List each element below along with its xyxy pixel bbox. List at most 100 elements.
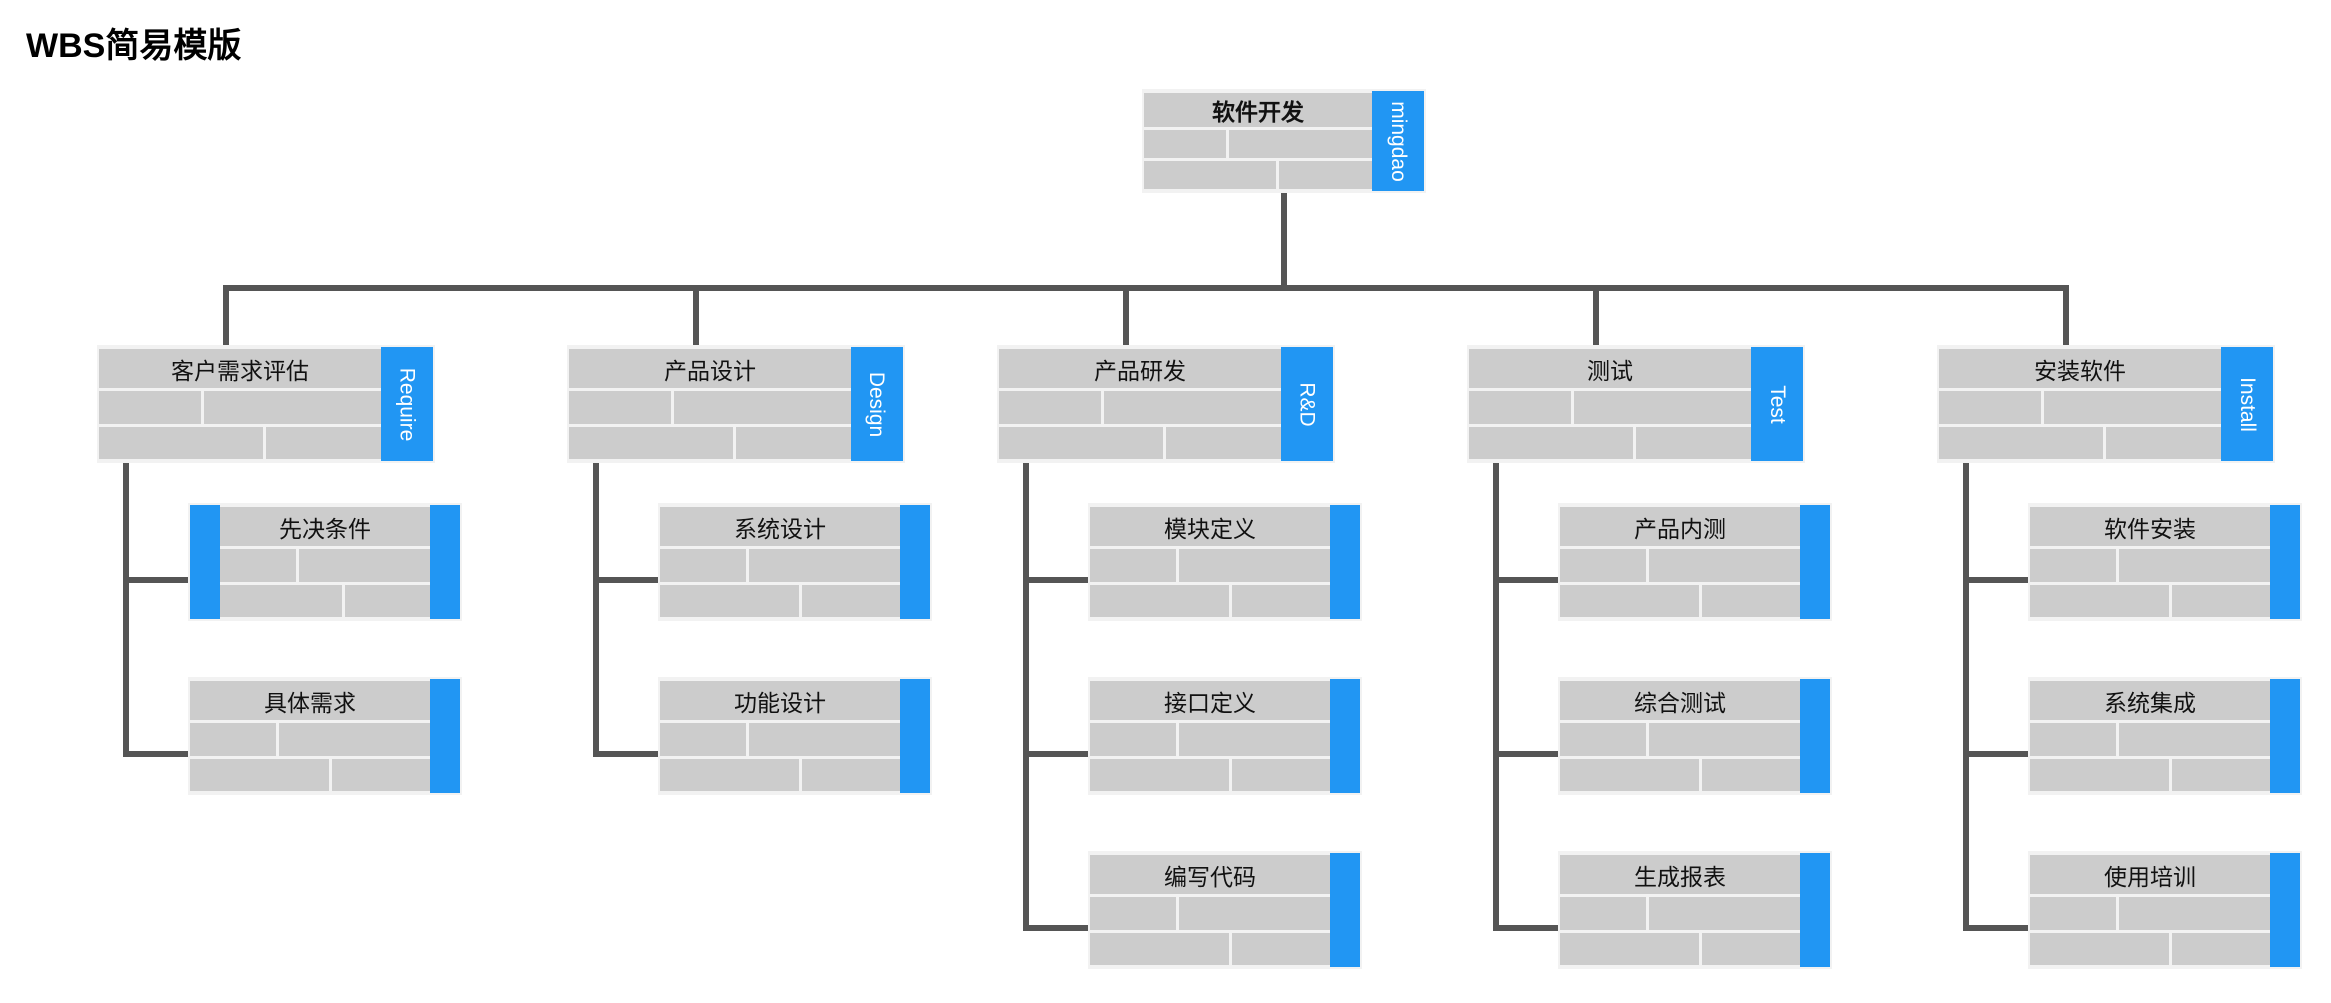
- node-detail-row: [569, 426, 851, 459]
- node-accent-bar-right: [1330, 679, 1360, 793]
- node-title: 先决条件: [220, 507, 430, 547]
- node-accent-bar-left: [190, 505, 220, 619]
- node-detail-row: [999, 426, 1281, 459]
- wbs-node-l3-5-3[interactable]: 使用培训: [2028, 851, 2302, 969]
- node-detail-row: [1090, 932, 1330, 965]
- node-cell: [265, 426, 381, 459]
- node-cell: [1560, 723, 1647, 756]
- node-cell: [802, 758, 900, 791]
- node-detail-row: [1939, 426, 2221, 459]
- node-title: 测试: [1469, 349, 1751, 389]
- node-cell: [2030, 897, 2117, 930]
- node-detail-row: [1469, 391, 1751, 424]
- node-accent-bar-right: [2270, 853, 2300, 967]
- node-cell: [1702, 932, 1800, 965]
- node-body: 具体需求: [190, 679, 430, 793]
- node-body: 安装软件: [1939, 347, 2221, 461]
- node-cell: [1090, 723, 1177, 756]
- node-cell: [2119, 723, 2270, 756]
- node-accent-bar-right: [430, 505, 460, 619]
- node-title: 系统设计: [660, 507, 900, 547]
- wbs-node-l3-3-3[interactable]: 编写代码: [1088, 851, 1362, 969]
- connector-stub-l3-1-2: [123, 751, 188, 757]
- node-title: 软件安装: [2030, 507, 2270, 547]
- connector-stub-l3-3-1: [1023, 577, 1088, 583]
- node-tab-text: Design: [865, 371, 889, 437]
- connector-drop-l2-1: [223, 285, 229, 345]
- node-title: 编写代码: [1090, 855, 1330, 895]
- wbs-node-l3-4-3[interactable]: 生成报表: [1558, 851, 1832, 969]
- wbs-node-l3-3-1[interactable]: 模块定义: [1088, 503, 1362, 621]
- node-accent-bar-right: [2270, 679, 2300, 793]
- node-tab-text: Require: [395, 367, 419, 441]
- wbs-node-l3-1-1[interactable]: 先决条件: [188, 503, 462, 621]
- node-detail-row: [190, 758, 430, 791]
- node-cell: [1232, 758, 1330, 791]
- node-cell: [1649, 723, 1800, 756]
- node-cell: [2030, 723, 2117, 756]
- wbs-node-l3-1-2[interactable]: 具体需求: [188, 677, 462, 795]
- node-body: 综合测试: [1560, 679, 1800, 793]
- node-cell: [2172, 584, 2270, 617]
- connector-stub-l3-5-1: [1963, 577, 2028, 583]
- node-cell: [99, 391, 201, 424]
- node-detail-row: [660, 758, 900, 791]
- node-cell: [99, 426, 263, 459]
- node-cell: [2119, 897, 2270, 930]
- node-detail-row: [2030, 723, 2270, 756]
- node-cell: [749, 723, 900, 756]
- node-accent-bar-right: [1330, 853, 1360, 967]
- node-cell: [298, 549, 430, 582]
- node-title: 模块定义: [1090, 507, 1330, 547]
- node-detail-row: [1090, 723, 1330, 756]
- node-cell: [220, 549, 296, 582]
- wbs-node-l3-4-1[interactable]: 产品内测: [1558, 503, 1832, 621]
- node-body: 软件安装: [2030, 505, 2270, 619]
- node-body: 产品研发: [999, 347, 1281, 461]
- node-detail-row: [660, 549, 900, 582]
- node-detail-row: [2030, 897, 2270, 930]
- connector-stub-l3-4-2: [1493, 751, 1558, 757]
- node-cell: [1090, 584, 1230, 617]
- node-cell: [2172, 758, 2270, 791]
- node-title: 综合测试: [1560, 681, 1800, 721]
- node-cell: [1090, 932, 1230, 965]
- wbs-node-l3-2-1[interactable]: 系统设计: [658, 503, 932, 621]
- node-accent-bar-right: [1800, 853, 1830, 967]
- node-accent-bar-right: [900, 679, 930, 793]
- node-cell: [279, 723, 430, 756]
- node-detail-row: [2030, 549, 2270, 582]
- wbs-node-l3-5-2[interactable]: 系统集成: [2028, 677, 2302, 795]
- node-cell: [569, 391, 671, 424]
- node-detail-row: [220, 584, 430, 617]
- node-detail-row: [1469, 426, 1751, 459]
- node-body: 编写代码: [1090, 853, 1330, 967]
- wbs-node-l3-4-2[interactable]: 综合测试: [1558, 677, 1832, 795]
- node-detail-row: [569, 391, 851, 424]
- node-detail-row: [1560, 897, 1800, 930]
- page-title: WBS简易模版: [26, 27, 242, 65]
- wbs-node-l3-5-1[interactable]: 软件安装: [2028, 503, 2302, 621]
- connector-spine-l2-2: [593, 463, 599, 757]
- node-detail-row: [1090, 758, 1330, 791]
- node-cell: [1649, 897, 1800, 930]
- node-body: 系统集成: [2030, 679, 2270, 793]
- node-accent-bar-right: [430, 679, 460, 793]
- node-cell: [190, 723, 277, 756]
- node-title: 使用培训: [2030, 855, 2270, 895]
- node-detail-row: [2030, 758, 2270, 791]
- wbs-node-l3-3-2[interactable]: 接口定义: [1088, 677, 1362, 795]
- node-detail-row: [220, 549, 430, 582]
- node-title: 软件开发: [1144, 93, 1372, 128]
- node-title: 安装软件: [1939, 349, 2221, 389]
- wbs-node-l3-2-2[interactable]: 功能设计: [658, 677, 932, 795]
- node-tab-label: Require: [381, 347, 433, 461]
- connector-spine-l2-4: [1493, 463, 1499, 931]
- node-tab-label: Design: [851, 347, 903, 461]
